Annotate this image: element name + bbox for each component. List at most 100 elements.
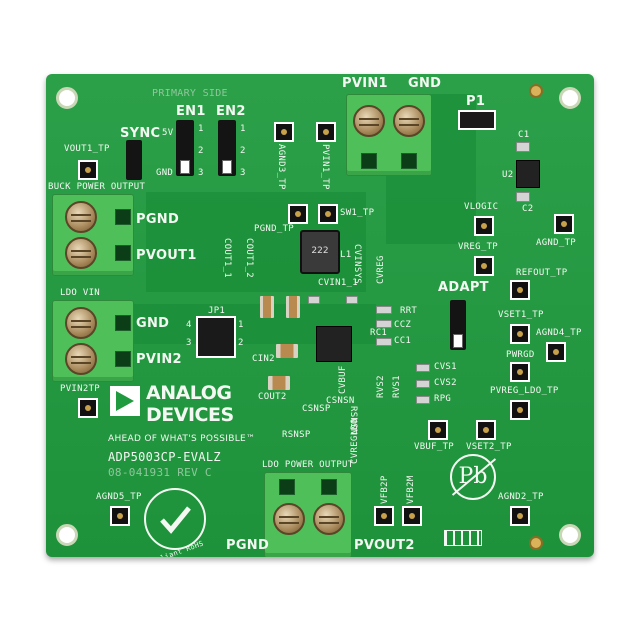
smd-part [416, 396, 430, 404]
jp1-pin2: 2 [238, 338, 244, 348]
pgnd-test-point [288, 204, 308, 224]
capacitor [260, 296, 274, 318]
gnd-top-label: GND [408, 76, 442, 91]
cout1-1-label: COUT1_1 [222, 238, 232, 279]
en1-pin1: 1 [198, 124, 204, 134]
smd-part [308, 296, 320, 304]
pvout1-label: PVOUT1 [136, 248, 197, 263]
vfb2m-test-point [402, 506, 422, 526]
en2-pin3: 3 [240, 168, 246, 178]
pvin2tp-label: PVIN2TP [60, 384, 101, 394]
inductor-code: 222 [311, 246, 329, 256]
analog-wordmark: ANALOG [146, 382, 232, 404]
jp1-label: JP1 [208, 306, 226, 316]
cin2-label: CIN2 [252, 354, 275, 364]
screw-icon [65, 237, 97, 269]
pb-label: Pb [458, 464, 488, 489]
pwrgd-test-point [510, 362, 530, 382]
agnd2-tp-label: AGND2_TP [498, 492, 544, 502]
smd-part [376, 306, 392, 314]
screw-icon [65, 343, 97, 375]
vset1-tp-label: VSET1_TP [498, 310, 544, 320]
pgnd-label: PGND [136, 212, 180, 227]
rpg-label: RPG [434, 394, 452, 404]
u2-label: U2 [502, 170, 514, 180]
vset2-test-point [476, 420, 496, 440]
agnd5-test-point [110, 506, 130, 526]
sw1-tp-label: SW1_TP [340, 208, 375, 218]
mounting-hole [559, 524, 581, 546]
vlogic-test-point [474, 216, 494, 236]
wire-slot [401, 153, 417, 169]
agnd3-test-point [274, 122, 294, 142]
wire-slot [115, 209, 131, 225]
sw1-test-point [318, 204, 338, 224]
smd-part [416, 364, 430, 372]
screw-icon [65, 201, 97, 233]
pvin2-test-point [78, 398, 98, 418]
cout2-label: COUT2 [258, 392, 287, 402]
vset1-test-point [510, 324, 530, 344]
wire-slot [361, 153, 377, 169]
pvin1-test-point [316, 122, 336, 142]
screw-icon [393, 105, 425, 137]
adapt-header [450, 300, 466, 350]
cvs2-label: CVS2 [434, 378, 457, 388]
pgnd-bottom-label: PGND [226, 538, 270, 553]
model-number: ADP5003CP-EVALZ [108, 450, 221, 464]
pvin2-terminal-block [52, 300, 134, 382]
pvin1-label: PVIN1 [342, 76, 388, 91]
sync-header [126, 140, 142, 180]
adp5003-ic [316, 326, 352, 362]
rvs1-label: RVS1 [392, 375, 402, 398]
analog-devices-logo-icon [110, 386, 140, 416]
mounting-hole [56, 524, 78, 546]
c1-capacitor [516, 142, 530, 152]
check-mark-icon [160, 506, 191, 534]
pgnd-tp-label: PGND_TP [254, 224, 295, 234]
u2-chip [516, 160, 540, 188]
en1-label: EN1 [176, 104, 206, 119]
cout1-2-label: COUT1_2 [244, 238, 254, 279]
buck-power-output-label: BUCK POWER OUTPUT [48, 182, 146, 192]
vbuf-test-point [428, 420, 448, 440]
csnsn-label: CSNSN [326, 396, 355, 406]
pvin1-terminal-block [346, 94, 432, 176]
csnsp-label: CSNSP [302, 404, 331, 414]
en2-header [218, 120, 236, 176]
screw-icon [273, 503, 305, 535]
mounting-hole [559, 87, 581, 109]
vout1-tp-label: VOUT1_TP [64, 144, 110, 154]
vset2-tp-label: VSET2_TP [466, 442, 512, 452]
c2-label: C2 [522, 204, 534, 214]
l1-label: L1 [340, 250, 352, 260]
jp1-pin3: 3 [186, 338, 192, 348]
ldo-power-output-label: LDO POWER OUTPUT [262, 460, 354, 470]
vout1-test-point [78, 160, 98, 180]
pvin2-label: PVIN2 [136, 352, 182, 367]
wire-slot [321, 479, 337, 495]
sync-label: SYNC [120, 126, 161, 141]
smd-part [376, 320, 392, 328]
mounting-hole [56, 87, 78, 109]
agnd4-tp-label: AGND4_TP [536, 328, 582, 338]
wire-slot [279, 479, 295, 495]
vlogic-label: VLOGIC [464, 202, 499, 212]
devices-wordmark: DEVICES [146, 404, 234, 426]
en1-pin2: 2 [198, 146, 204, 156]
smd-part [376, 338, 392, 346]
cin2-capacitor [276, 344, 298, 358]
jp1-pin4: 4 [186, 320, 192, 330]
vfb2m-label: VFB2M [406, 475, 416, 504]
en2-pin1: 1 [240, 124, 246, 134]
revision-label: 08-041931 REV C [108, 466, 212, 479]
c2-capacitor [516, 192, 530, 202]
fiducial [529, 84, 543, 98]
pvin1-tp-label: PVIN1_TP [320, 144, 330, 190]
en2-label: EN2 [216, 104, 246, 119]
pvout2-terminal-block [264, 472, 352, 557]
vreg-tp-label: VREG_TP [458, 242, 499, 252]
barcode-marker [444, 530, 482, 546]
smd-part [416, 380, 430, 388]
vreg-test-point [474, 256, 494, 276]
